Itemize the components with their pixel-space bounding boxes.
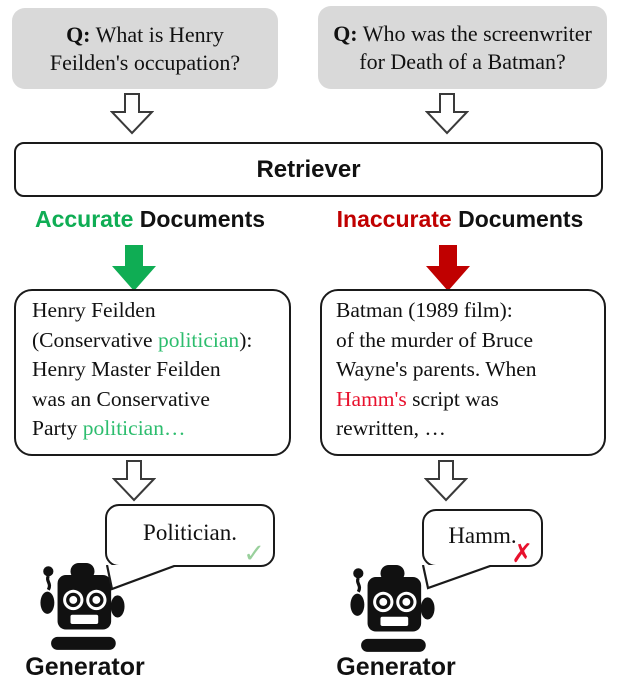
answer-text: Hamm.: [448, 523, 517, 548]
doc-line: Hamm's script was: [336, 385, 596, 415]
doc-line: Henry Master Feilden: [32, 355, 281, 385]
doc-line: (Conservative politician):: [32, 326, 281, 356]
doc-text: (Conservative: [32, 327, 158, 352]
generator-label-right: Generator: [336, 653, 456, 681]
question-text: Feilden's occupation?: [49, 49, 241, 75]
answer-bubble-wrong: Hamm. ✗: [422, 509, 543, 567]
doc-text: Henry Master Feilden: [32, 357, 221, 381]
retriever-label: Retriever: [256, 155, 361, 183]
question-text: Who was the screenwriter: [357, 20, 592, 46]
question-text: What is Henry: [90, 21, 224, 47]
accurate-flow-arrow-icon: [112, 245, 156, 291]
answer-bubble-correct: Politician. ✓: [105, 504, 275, 567]
doc-text: script was: [406, 386, 499, 411]
doc-text: Party: [32, 416, 83, 440]
question-line: for Death of a Batman?: [318, 48, 607, 76]
retriever-box: Retriever: [14, 142, 603, 197]
question-line: Q: What is Henry: [12, 21, 278, 49]
question-text: for Death of a Batman?: [359, 48, 566, 74]
down-arrow-icon: [425, 93, 469, 135]
question-prefix: Q:: [333, 20, 358, 46]
doc-text: Wayne's parents. When: [336, 357, 537, 381]
down-arrow-icon: [424, 460, 468, 502]
inaccurate-word: Inaccurate: [336, 206, 452, 232]
question-prefix: Q:: [66, 21, 91, 47]
doc-text: Batman (1989 film):: [336, 298, 513, 322]
check-icon: ✓: [243, 539, 265, 569]
inaccurate-flow-arrow-icon: [426, 245, 470, 291]
answer-text: Politician.: [143, 519, 237, 545]
question-line: Feilden's occupation?: [12, 49, 278, 77]
doc-highlight-red: Hamm's: [336, 386, 407, 411]
doc-text: Henry Feilden: [32, 298, 156, 322]
down-arrow-icon: [112, 460, 156, 502]
doc-line: rewritten, …: [336, 414, 596, 444]
question-box-right: Q: Who was the screenwriter for Death of…: [318, 6, 607, 89]
doc-text: of the murder of Bruce: [336, 327, 534, 352]
doc-text: ):: [239, 327, 253, 352]
bubble-tail: [105, 565, 178, 591]
inaccurate-documents-label: Inaccurate Documents: [310, 206, 610, 233]
doc-line: was an Conservative: [32, 385, 281, 415]
question-box-left: Q: What is Henry Feilden's occupation?: [12, 8, 278, 89]
accurate-documents-label: Accurate Documents: [0, 206, 300, 233]
bubble-tail: [421, 565, 494, 590]
doc-text: was an Conservative: [32, 386, 210, 411]
doc-line: Party politician…: [32, 414, 281, 444]
question-line: Q: Who was the screenwriter: [318, 20, 607, 48]
robot-icon: [40, 563, 125, 650]
doc-text: rewritten, …: [336, 416, 446, 440]
doc-line: Wayne's parents. When: [336, 355, 596, 385]
robot-icon: [350, 565, 435, 652]
generator-label-left: Generator: [25, 653, 145, 681]
accurate-document-box: Henry Feilden (Conservative politician):…: [14, 289, 291, 456]
doc-highlight-green: politician: [157, 327, 240, 352]
accurate-word: Accurate: [34, 206, 134, 232]
doc-line: Batman (1989 film):: [336, 296, 596, 326]
inaccurate-document-box: Batman (1989 film): of the murder of Bru…: [320, 289, 606, 456]
x-mark-icon: ✗: [511, 539, 533, 569]
doc-line: Henry Feilden: [32, 296, 281, 326]
documents-word: Documents: [133, 206, 266, 232]
doc-line: of the murder of Bruce: [336, 326, 596, 356]
down-arrow-icon: [110, 93, 154, 135]
documents-word: Documents: [451, 206, 584, 232]
doc-highlight-green: politician…: [82, 416, 186, 440]
